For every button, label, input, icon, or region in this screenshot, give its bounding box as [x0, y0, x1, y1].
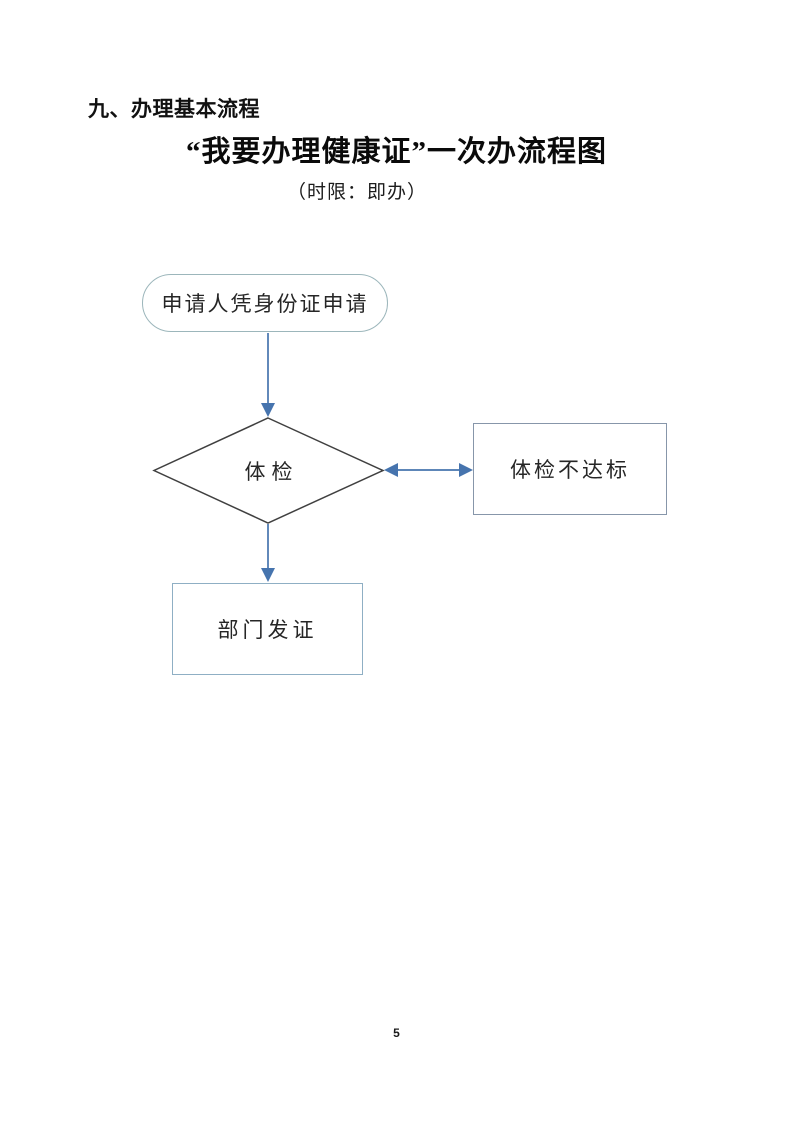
flow-node-issue-label: 部门发证 — [217, 618, 318, 642]
arrowhead-down-issue-icon — [261, 568, 275, 582]
arrowhead-left-decision-icon — [384, 463, 398, 477]
flow-node-start: 申请人凭身份证申请 — [142, 274, 388, 332]
flow-node-issue: 部门发证 — [172, 583, 363, 675]
flow-node-decision-label: 体检 — [244, 459, 299, 484]
flow-node-fail: 体检不达标 — [473, 423, 667, 515]
arrowhead-right-fail-icon — [459, 463, 473, 477]
page-subtitle: （时限：即办） — [286, 182, 427, 203]
page-title: “我要办理健康证”一次办流程图 — [185, 136, 607, 168]
flow-node-start-label: 申请人凭身份证申请 — [161, 292, 369, 316]
page-number: 5 — [393, 1026, 400, 1040]
decision-diamond-shape — [152, 417, 385, 524]
section-heading: 九、办理基本流程 — [88, 98, 260, 121]
flow-node-fail-label: 体检不达标 — [510, 458, 630, 482]
arrowhead-down-decision-icon — [261, 403, 275, 417]
flow-node-decision: 体检 — [154, 418, 383, 523]
